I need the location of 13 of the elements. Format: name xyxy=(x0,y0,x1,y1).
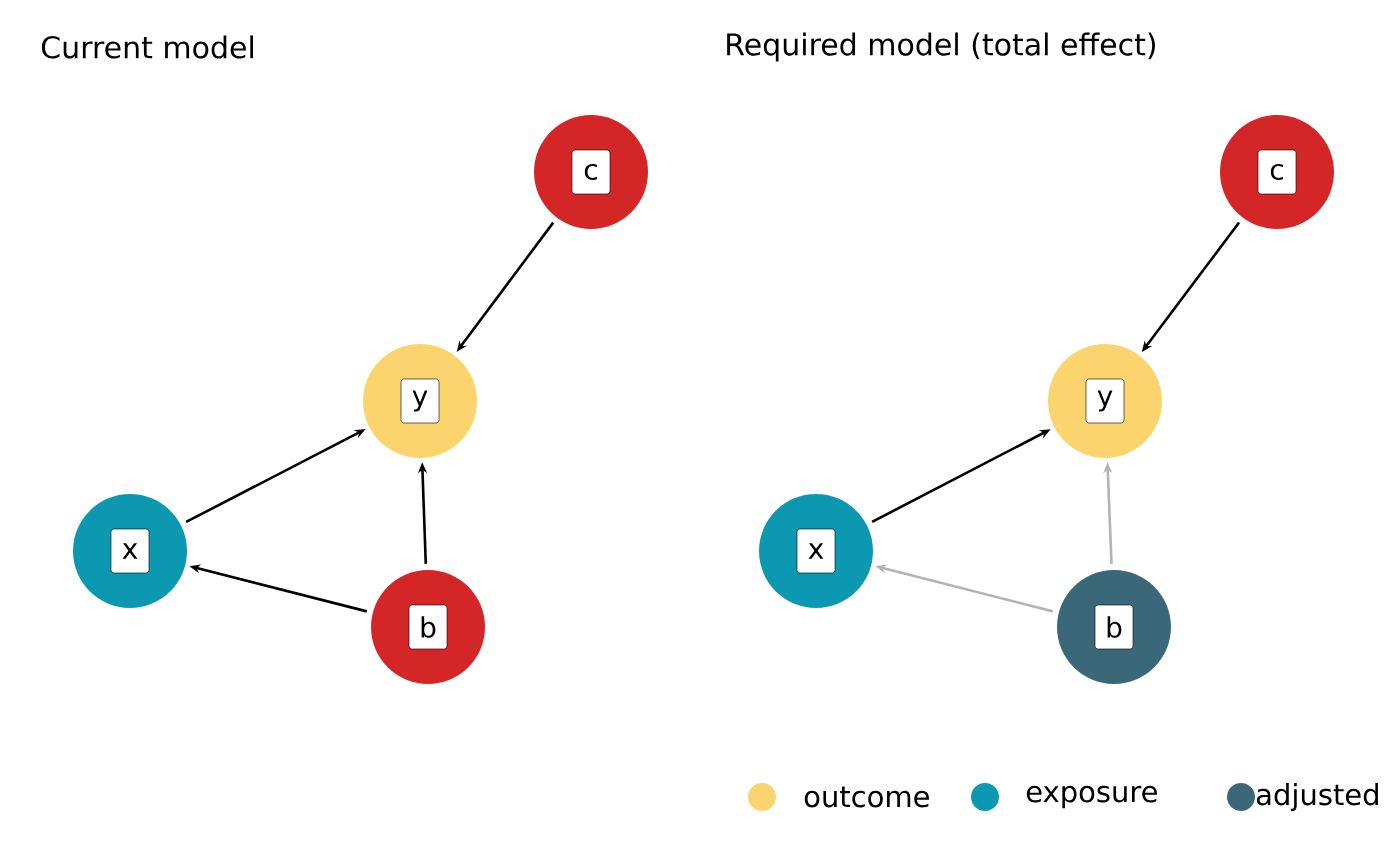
node-label: x xyxy=(796,528,836,574)
node-label: c xyxy=(1257,149,1297,195)
legend-label: exposure xyxy=(1026,785,1157,809)
node-label: y xyxy=(1085,378,1125,424)
node-label: x xyxy=(110,528,150,574)
node-label: b xyxy=(408,604,448,650)
node-label: b xyxy=(1094,604,1134,650)
node-label: c xyxy=(571,149,611,195)
panel-title: Required model (total effect) xyxy=(727,32,1155,62)
legend-label: outcome xyxy=(804,786,929,808)
node-label: y xyxy=(400,378,440,424)
legend-label: adjusted xyxy=(1256,782,1378,812)
panel-title: Current model xyxy=(41,35,253,59)
